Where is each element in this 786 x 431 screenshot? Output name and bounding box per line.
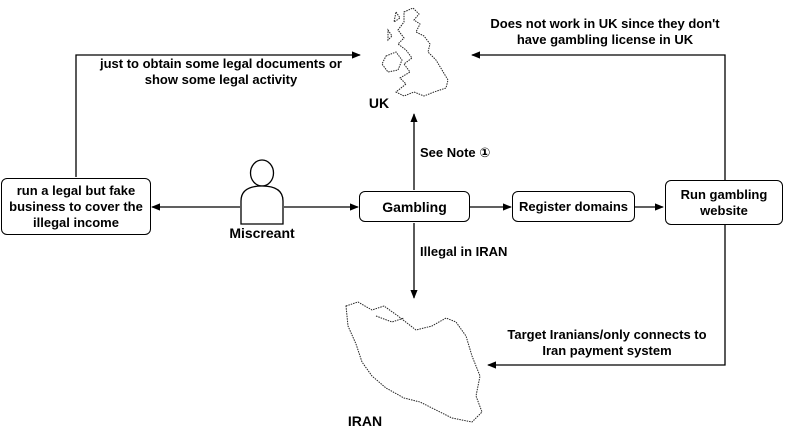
no-license-uk-edge-label: Does not work in UK since they don't hav… [490, 16, 720, 47]
see-note-edge-label: See Note ① [420, 145, 491, 160]
target-iranians-edge-label: Target Iranians/only connects to Iran pa… [507, 327, 707, 358]
edge-business-to-uk [75, 51, 361, 177]
run-website-box: Run gambling website [665, 180, 783, 225]
gambling-box: Gambling [359, 191, 470, 222]
gambling-label: Gambling [382, 198, 447, 215]
uk-map-icon [381, 7, 449, 97]
illegal-iran-edge-label: Illegal in IRAN [420, 244, 508, 259]
legal-business-label: run a legal but fake business to cover t… [9, 182, 143, 230]
edge-website-to-uk [471, 51, 726, 180]
run-website-label: Run gambling website [680, 186, 768, 218]
register-domains-label: Register domains [518, 198, 629, 214]
legal-business-box: run a legal but fake business to cover t… [1, 178, 151, 235]
edge-website-to-iran [487, 225, 726, 369]
register-domains-box: Register domains [512, 191, 635, 222]
uk-label: UK [368, 95, 390, 111]
legal-documents-edge-label: just to obtain some legal documents or s… [100, 56, 342, 87]
person-icon [240, 159, 284, 225]
miscreant-label: Miscreant [229, 225, 295, 241]
iran-map-icon [345, 301, 483, 423]
iran-label: IRAN [347, 413, 383, 429]
